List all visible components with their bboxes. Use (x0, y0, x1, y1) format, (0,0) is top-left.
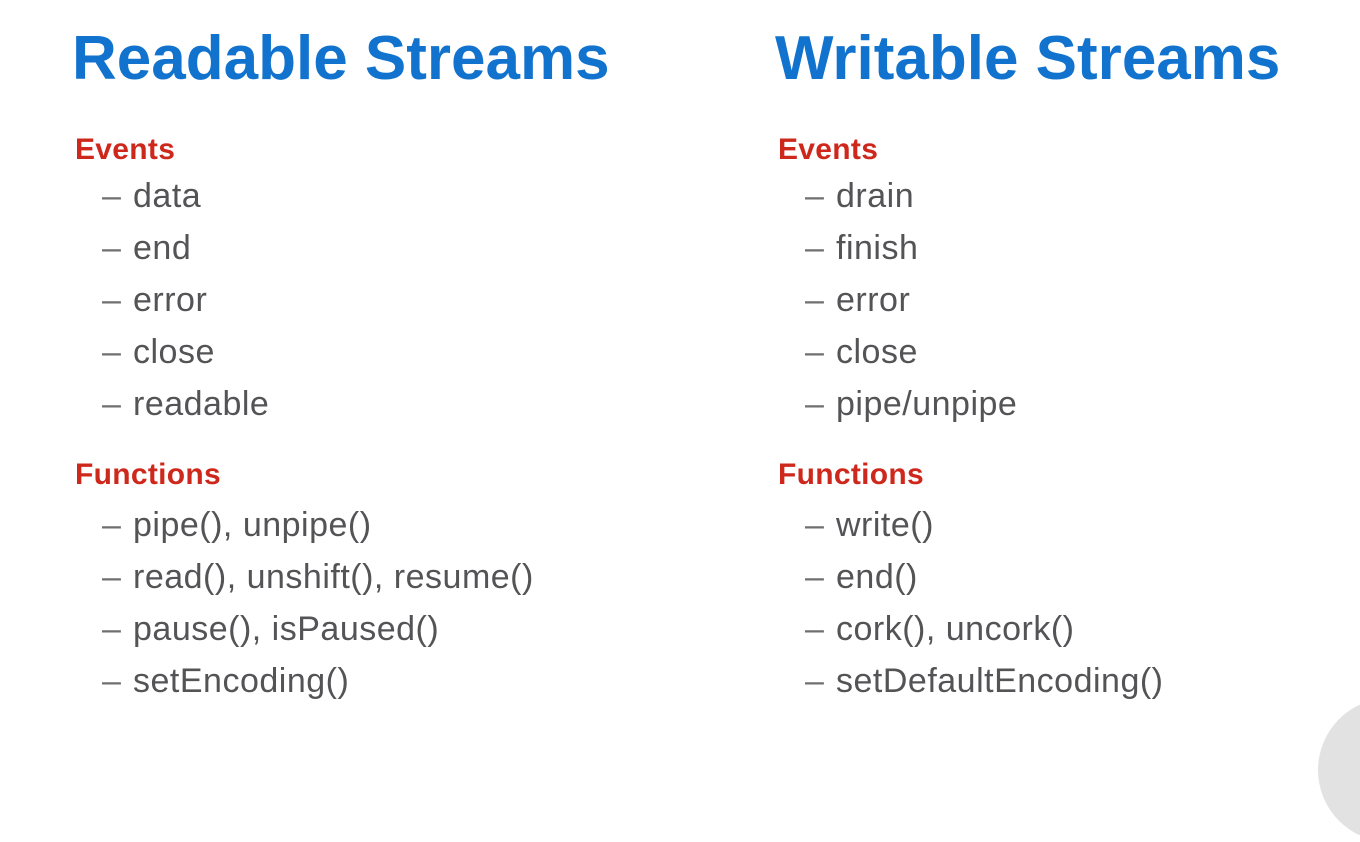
list-item-label: end (133, 229, 192, 267)
dash-bullet: – (102, 558, 122, 596)
dash-bullet: – (805, 610, 825, 648)
dash-bullet: – (102, 385, 122, 423)
list-item: –pipe/unpipe (775, 378, 1017, 430)
list-item-label: setEncoding() (133, 662, 350, 700)
dash-bullet: – (805, 229, 825, 267)
dash-bullet: – (805, 385, 825, 423)
list-item-label: close (133, 333, 215, 371)
list-item: –finish (775, 222, 1017, 274)
list-item: –setEncoding() (72, 655, 534, 707)
list-item: –pause(), isPaused() (72, 603, 534, 655)
list-item-label: finish (836, 229, 919, 267)
list-item-label: pipe(), unpipe() (133, 506, 372, 544)
list-item: –end (72, 222, 269, 274)
list-item-label: end() (836, 558, 918, 596)
dash-bullet: – (102, 229, 122, 267)
list-item-label: write() (836, 506, 934, 544)
functions-list: –write() –end() –cork(), uncork() –setDe… (775, 499, 1164, 707)
list-item: –end() (775, 551, 1164, 603)
events-heading: Events (75, 133, 176, 166)
list-item-label: error (836, 281, 911, 319)
list-item: –data (72, 170, 269, 222)
functions-heading: Functions (75, 458, 222, 491)
readable-streams-column: Readable Streams Events –data –end –erro… (72, 0, 732, 731)
list-item: –close (775, 326, 1017, 378)
events-heading: Events (778, 133, 879, 166)
list-item: –error (775, 274, 1017, 326)
column-title: Readable Streams (72, 24, 610, 93)
dash-bullet: – (805, 177, 825, 215)
functions-list: –pipe(), unpipe() –read(), unshift(), re… (72, 499, 534, 707)
list-item-label: drain (836, 177, 915, 215)
list-item: –drain (775, 170, 1017, 222)
list-item-label: setDefaultEncoding() (836, 662, 1164, 700)
dash-bullet: – (102, 333, 122, 371)
list-item-label: error (133, 281, 208, 319)
dash-bullet: – (102, 281, 122, 319)
list-item-label: pipe/unpipe (836, 385, 1018, 423)
list-item-label: pause(), isPaused() (133, 610, 440, 648)
dash-bullet: – (805, 281, 825, 319)
dash-bullet: – (805, 506, 825, 544)
dash-bullet: – (102, 610, 122, 648)
list-item: –error (72, 274, 269, 326)
dash-bullet: – (805, 333, 825, 371)
list-item-label: readable (133, 385, 270, 423)
list-item: –write() (775, 499, 1164, 551)
list-item: –close (72, 326, 269, 378)
functions-heading: Functions (778, 458, 925, 491)
list-item-label: close (836, 333, 918, 371)
dash-bullet: – (102, 177, 122, 215)
list-item: –readable (72, 378, 269, 430)
dash-bullet: – (805, 558, 825, 596)
list-item: –setDefaultEncoding() (775, 655, 1164, 707)
list-item: –pipe(), unpipe() (72, 499, 534, 551)
list-item-label: cork(), uncork() (836, 610, 1075, 648)
list-item-label: data (133, 177, 202, 215)
dash-bullet: – (805, 662, 825, 700)
column-title: Writable Streams (775, 24, 1281, 93)
events-list: –data –end –error –close –readable (72, 170, 269, 430)
list-item: –cork(), uncork() (775, 603, 1164, 655)
dash-bullet: – (102, 506, 122, 544)
list-item-label: read(), unshift(), resume() (133, 558, 534, 596)
list-item: –read(), unshift(), resume() (72, 551, 534, 603)
events-list: –drain –finish –error –close –pipe/unpip… (775, 170, 1017, 430)
writable-streams-column: Writable Streams Events –drain –finish –… (775, 0, 1360, 731)
dash-bullet: – (102, 662, 122, 700)
